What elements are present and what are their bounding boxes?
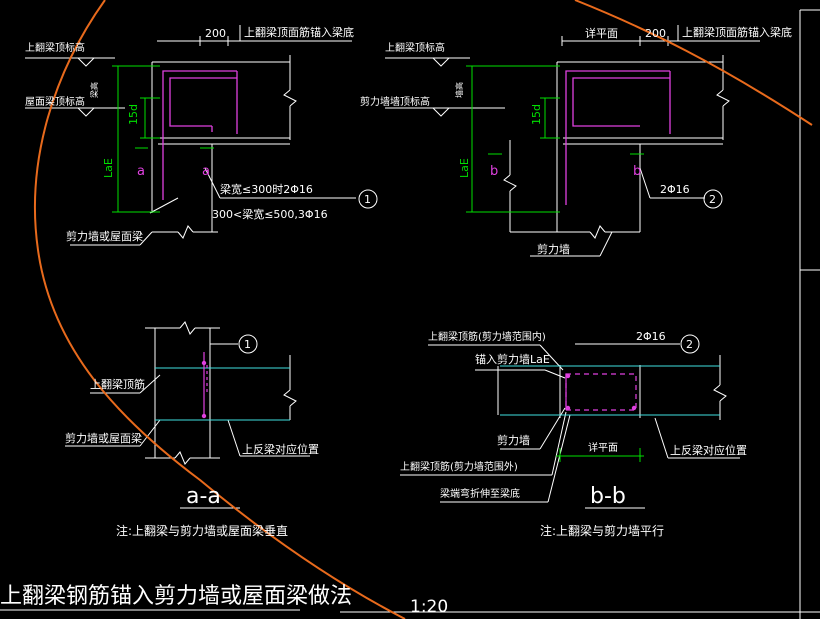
d1-dim-lae: LaE — [102, 158, 115, 178]
sb-label-pos: 上反梁对应位置 — [670, 443, 747, 457]
section-a — [65, 321, 310, 465]
d1-label-top: 上翻梁顶面筋锚入梁底 — [244, 25, 354, 39]
sb-callout-num: 2 — [686, 338, 693, 351]
sa-label2: 剪力墙或屋面梁 — [65, 431, 142, 445]
detail-2 — [385, 25, 760, 257]
sa-label1: 上翻梁顶筋 — [90, 377, 145, 391]
markup-curve — [34, 0, 813, 619]
d2-dim-top: 200 — [645, 27, 666, 40]
d1-note2: 300<梁宽≤500,3Φ16 — [212, 207, 328, 221]
d2-note1: 2Φ16 — [660, 183, 690, 196]
d1-dim-15d: 15d — [127, 104, 140, 125]
d2-dim-top-left: 详平面 — [585, 26, 618, 40]
section-a-cyan — [155, 367, 290, 421]
detail-2-rebar — [565, 70, 671, 205]
d2-dim-15d: 15d — [530, 104, 543, 125]
sb-label-end: 梁端弯折伸至梁底 — [440, 487, 520, 500]
sa-label3: 上反梁对应位置 — [242, 442, 319, 456]
d2-level1: 上翻梁顶标高 — [385, 41, 445, 54]
d1-sec-mark-right: a — [202, 164, 210, 179]
sb-note: 注:上翻梁与剪力墙平行 — [540, 523, 664, 538]
section-b-dims — [556, 448, 644, 462]
d2-callout-num: 2 — [709, 193, 716, 206]
section-b-cyan — [497, 365, 720, 416]
d2-base-label: 剪力墙 — [537, 242, 570, 256]
d1-callout-num: 1 — [364, 193, 371, 206]
sb-label-outside: 上翻梁顶筋(剪力墙范围外) — [400, 460, 518, 473]
section-b-callout — [680, 334, 700, 354]
detail-1-callout — [358, 189, 378, 209]
d1-level2: 屋面梁顶标高 — [25, 95, 85, 108]
sb-rebar-note: 2Φ16 — [636, 330, 666, 343]
d1-level1: 上翻梁顶标高 — [25, 41, 85, 54]
sa-note: 注:上翻梁与剪力墙或屋面梁垂直 — [116, 523, 288, 538]
d2-dim-lae: LaE — [458, 158, 471, 178]
d1-sec-mark-left: a — [137, 164, 145, 179]
sb-label-lae: 锚入剪力墙LaE — [475, 352, 550, 366]
d1-dim-top: 200 — [205, 27, 226, 40]
d1-note1: 梁宽≤300时2Φ16 — [220, 182, 313, 196]
detail-2-dims — [466, 65, 644, 213]
d2-sec-mark-left: b — [490, 164, 498, 179]
sb-label-top: 上翻梁顶筋(剪力墙范围内) — [428, 330, 546, 343]
d2-label-top: 上翻梁顶面筋锚入梁底 — [682, 25, 792, 39]
d2-sec-mark-right: b — [633, 164, 641, 179]
sheet-frame — [0, 9, 820, 619]
detail-1-dims — [112, 65, 214, 213]
sheet-scale: 1:20 — [410, 597, 448, 617]
detail-2-callout — [703, 189, 723, 209]
detail-1 — [25, 25, 356, 246]
sb-title: b-b — [590, 484, 626, 509]
section-a-callout — [238, 334, 258, 354]
d2-level2: 剪力墙墙顶标高 — [360, 95, 430, 108]
sa-callout-num: 1 — [244, 338, 251, 351]
sa-title: a-a — [186, 484, 221, 509]
sb-label-wall: 剪力墙 — [497, 433, 530, 447]
sheet-title: 上翻梁钢筋锚入剪力墙或屋面梁做法 — [0, 584, 352, 609]
sb-dim-bottom: 详平面 — [588, 441, 618, 454]
d1-base-label: 剪力墙或屋面梁 — [66, 229, 143, 243]
d1-gap-label: 梁高 — [89, 82, 99, 98]
d2-gap-label: 墙高 — [454, 82, 464, 98]
detail-1-rebar — [162, 70, 238, 200]
section-b-rebar — [565, 373, 637, 411]
section-a-rebar — [201, 352, 208, 419]
